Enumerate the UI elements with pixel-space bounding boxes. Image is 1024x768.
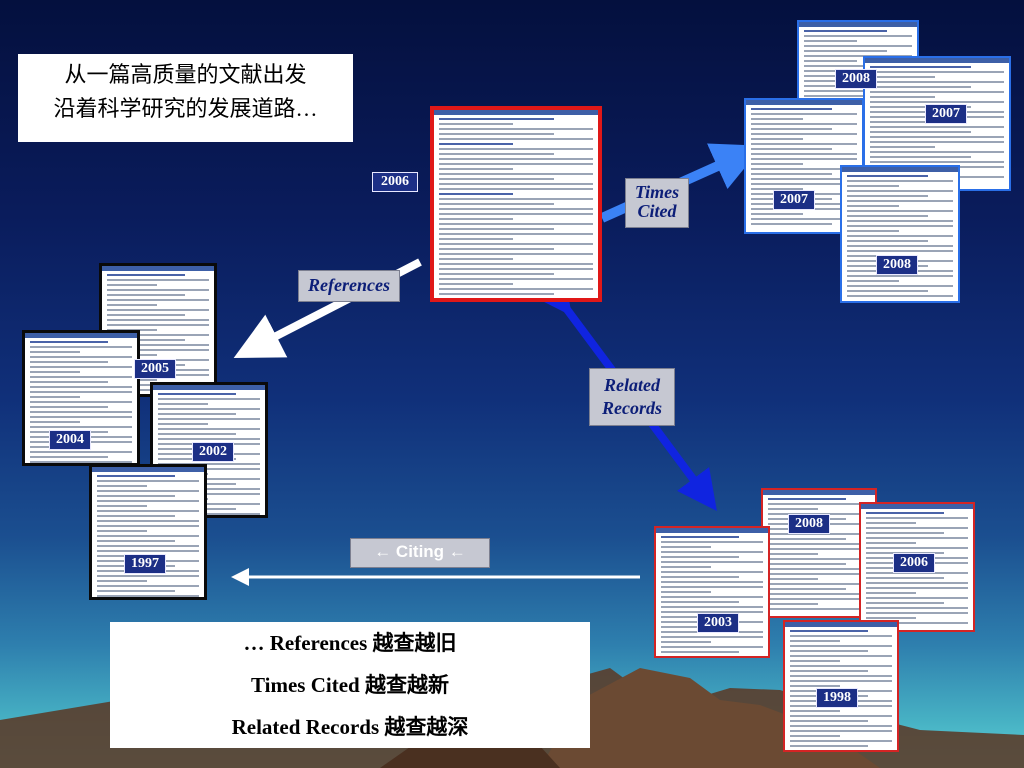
center-year-badge: 2006 bbox=[372, 172, 418, 192]
year-badge-2005: 2005 bbox=[134, 359, 176, 379]
year-badge-2003-related: 2003 bbox=[697, 613, 739, 633]
cited-doc-2008-low[interactable] bbox=[840, 165, 960, 303]
references-label: References bbox=[298, 270, 400, 302]
related-records-label: Related Records bbox=[589, 368, 675, 426]
year-badge-1998-related: 1998 bbox=[816, 688, 858, 708]
intro-line-2: 沿着科学研究的发展道路… bbox=[53, 96, 318, 121]
related-doc-1998[interactable] bbox=[783, 620, 899, 752]
summary-line-1: … References 越查越旧 bbox=[243, 631, 457, 655]
intro-box: 从一篇高质量的文献出发 沿着科学研究的发展道路… bbox=[18, 54, 353, 142]
central-document[interactable] bbox=[430, 106, 602, 302]
year-badge-2002: 2002 bbox=[192, 442, 234, 462]
related-records-label-line-1: Related bbox=[604, 375, 660, 395]
year-badge-2008-related: 2008 bbox=[788, 514, 830, 534]
intro-line-1: 从一篇高质量的文献出发 bbox=[64, 62, 307, 87]
year-badge-2004: 2004 bbox=[49, 430, 91, 450]
summary-line-3: Related Records 越查越深 bbox=[231, 715, 469, 739]
year-badge-2007-right: 2007 bbox=[925, 104, 967, 124]
ref-doc-1997[interactable] bbox=[89, 464, 207, 600]
year-badge-2008-top: 2008 bbox=[835, 69, 877, 89]
summary-box: … References 越查越旧 Times Cited 越查越新 Relat… bbox=[110, 622, 590, 748]
citing-label: ← Citing ← bbox=[350, 538, 490, 568]
times-cited-label: Times Cited bbox=[625, 178, 689, 228]
times-cited-label-line-2: Cited bbox=[637, 201, 677, 221]
related-records-label-line-2: Records bbox=[602, 398, 662, 418]
year-badge-1997: 1997 bbox=[124, 554, 166, 574]
year-badge-2008-low: 2008 bbox=[876, 255, 918, 275]
year-badge-2006-related: 2006 bbox=[893, 553, 935, 573]
related-doc-2003[interactable] bbox=[654, 526, 770, 658]
summary-line-2: Times Cited 越查越新 bbox=[251, 673, 449, 697]
times-cited-label-line-1: Times bbox=[634, 182, 680, 202]
year-badge-2007-mid: 2007 bbox=[773, 190, 815, 210]
